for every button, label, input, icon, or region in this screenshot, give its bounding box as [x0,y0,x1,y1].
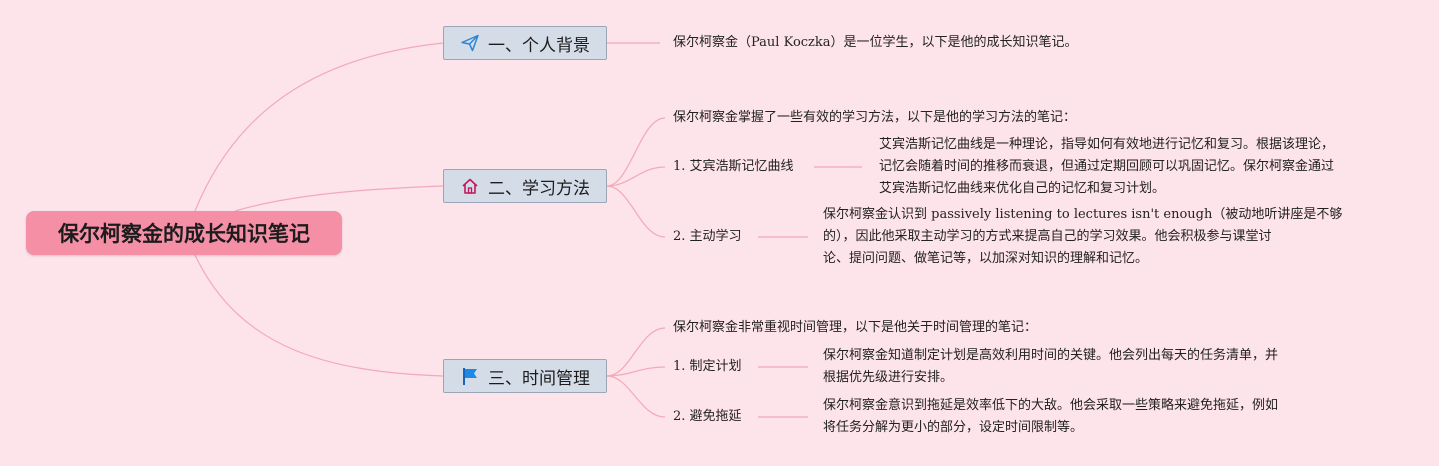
home-icon [460,176,480,196]
connector-b2-item2 [606,185,666,238]
paper-plane-icon [460,33,480,53]
branch1-intro: 保尔柯察金（Paul Koczka）是一位学生，以下是他的成长知识笔记。 [673,35,1078,50]
connector-root-branch2 [234,185,444,212]
branch-label: 一、个人背景 [488,35,590,56]
connector-b2-intro [606,117,666,187]
branch-personal-background[interactable]: 一、个人背景 [443,26,607,60]
detail-line: 将任务分解为更小的部分，设定时间限制等。 [823,420,1084,435]
branch2-item1-detail: 艾宾浩斯记忆曲线是一种理论，指导如何有效地进行记忆和复习。根据该理论， 记忆会随… [879,134,1334,200]
connector-b2-item1 [606,166,666,187]
branch2-item2-detail: 保尔柯察金认识到 passively listening to lectures… [823,204,1342,270]
root-topic-label: 保尔柯察金的成长知识笔记 [58,222,310,246]
branch2-intro: 保尔柯察金掌握了一些有效的学习方法，以下是他的学习方法的笔记： [673,110,1077,125]
detail-line: 论、提问问题、做笔记等，以加深对知识的理解和记忆。 [823,251,1149,266]
branch-label: 二、学习方法 [488,178,590,199]
branch3-intro: 保尔柯察金非常重视时间管理，以下是他关于时间管理的笔记： [673,320,1038,335]
branch-time-management[interactable]: 三、时间管理 [443,359,607,393]
root-topic[interactable]: 保尔柯察金的成长知识笔记 [26,211,342,255]
connector-root-branch3 [194,254,444,377]
detail-line: 记忆会随着时间的推移而衰退，但通过定期回顾可以巩固记忆。保尔柯察金通过 [879,159,1335,174]
connector-b3-item2 [606,375,666,418]
branch3-item1-label[interactable]: 1. 制定计划 [673,359,742,374]
detail-line: 保尔柯察金意识到拖延是效率低下的大敌。他会采取一些策略来避免拖延，例如 [823,398,1279,413]
branch2-item2-label[interactable]: 2. 主动学习 [673,229,742,244]
branch3-item1-detail: 保尔柯察金知道制定计划是高效利用时间的关键。他会列出每天的任务清单，并 根据优先… [823,345,1278,389]
flag-icon [460,366,480,386]
connector-b3-item1 [606,366,666,377]
connector-root-branch1 [194,42,444,212]
branch2-item1-label[interactable]: 1. 艾宾浩斯记忆曲线 [673,159,794,174]
detail-line: 根据优先级进行安排。 [823,370,954,385]
branch3-item2-detail: 保尔柯察金意识到拖延是效率低下的大敌。他会采取一些策略来避免拖延，例如 将任务分… [823,395,1278,439]
detail-line: 艾宾浩斯记忆曲线是一种理论，指导如何有效地进行记忆和复习。根据该理论， [879,137,1335,152]
connector-b3-intro [606,327,666,377]
detail-line: 的），因此他采取主动学习的方式来提高自己的学习效果。他会积极参与课堂讨 [823,229,1272,244]
branch3-item2-label[interactable]: 2. 避免拖延 [673,409,742,424]
detail-line: 艾宾浩斯记忆曲线来优化自己的记忆和复习计划。 [879,181,1166,196]
detail-line: 保尔柯察金知道制定计划是高效利用时间的关键。他会列出每天的任务清单，并 [823,348,1279,363]
detail-line: 保尔柯察金认识到 passively listening to lectures… [823,207,1343,222]
branch-label: 三、时间管理 [488,368,590,389]
branch-study-methods[interactable]: 二、学习方法 [443,169,607,203]
